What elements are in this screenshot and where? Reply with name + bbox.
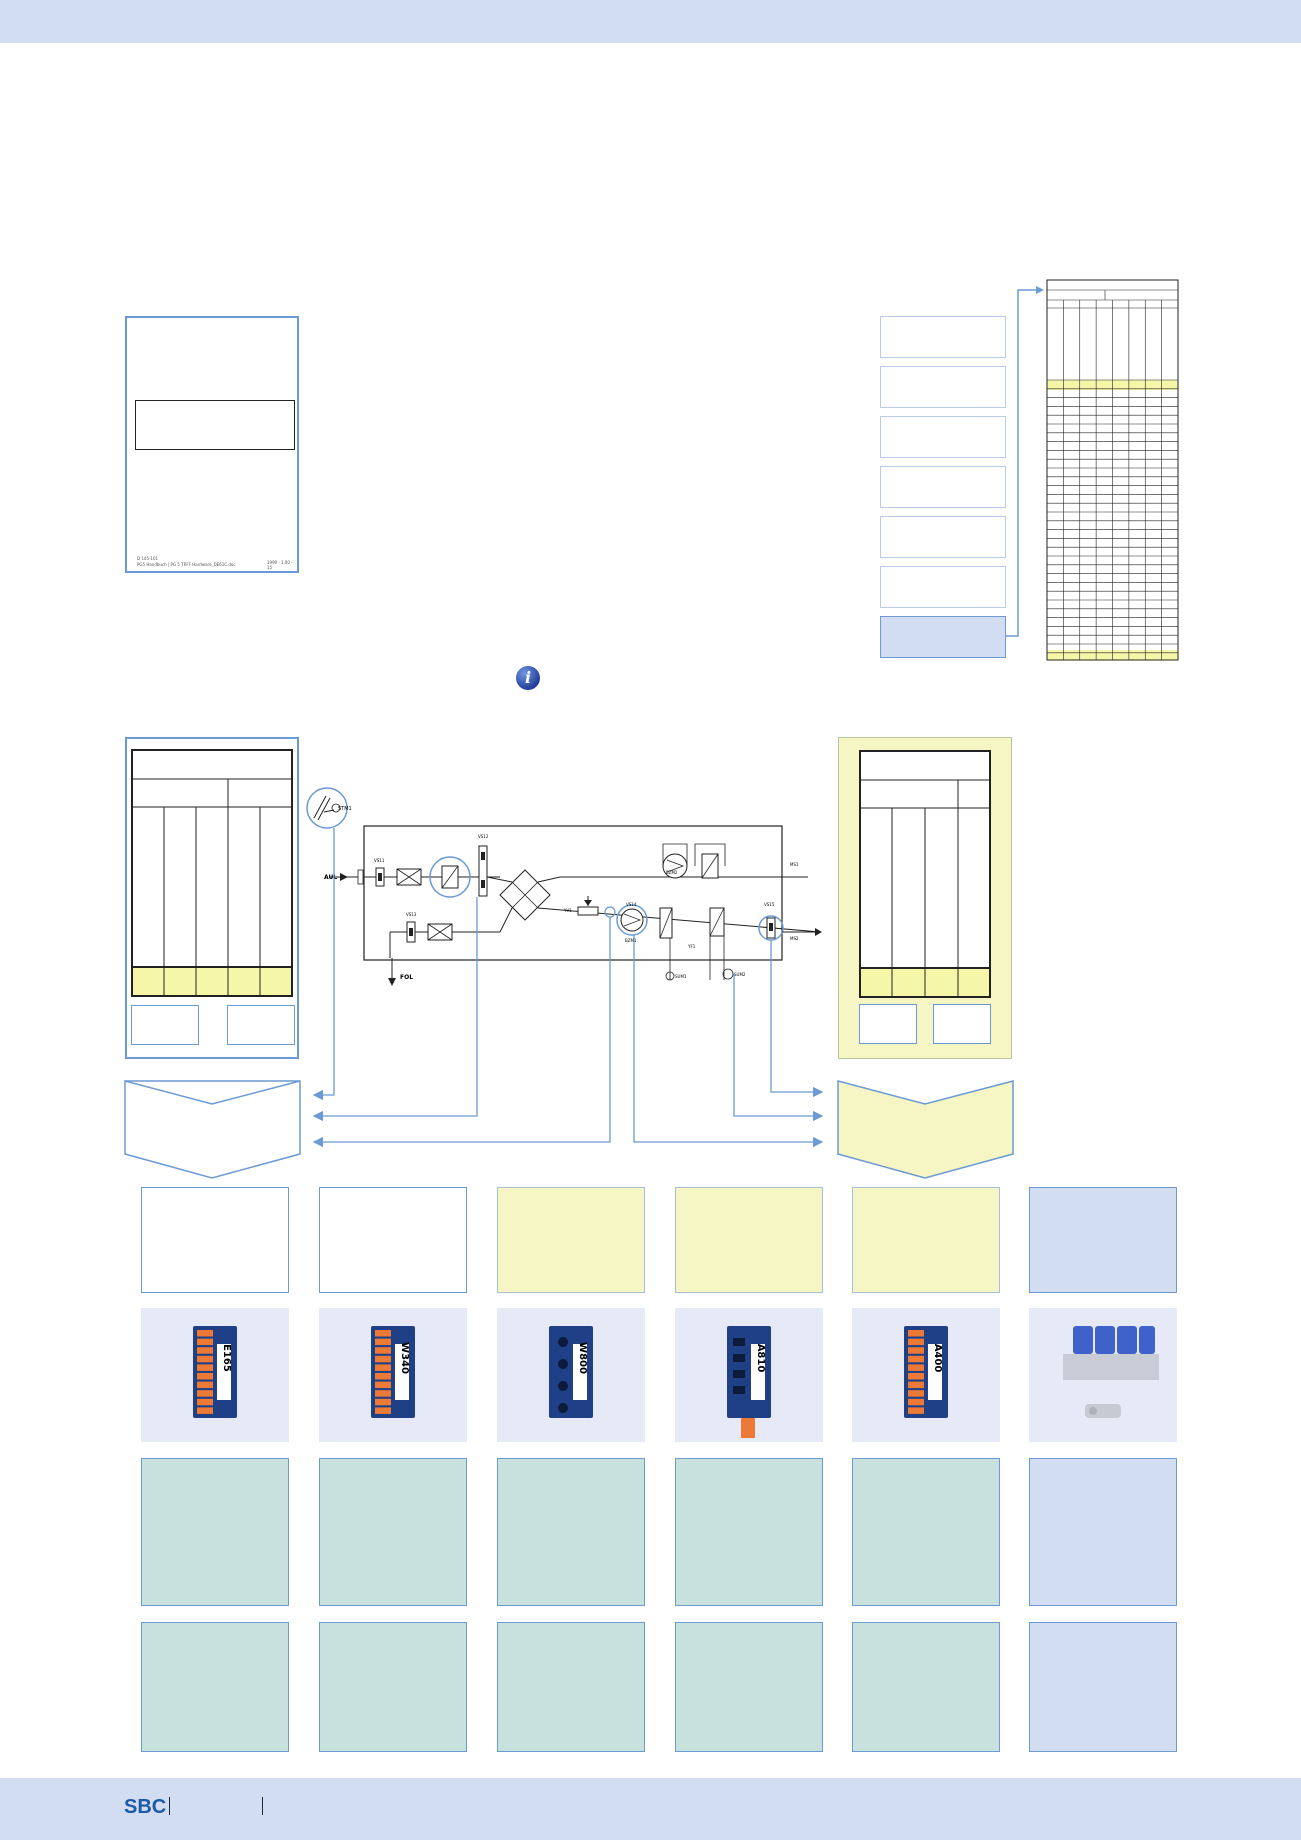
module-tile-2[interactable]: [319, 1187, 467, 1293]
svg-text:AUL: AUL: [324, 874, 337, 881]
description-box-5: [852, 1458, 1000, 1606]
resource-table: [1046, 279, 1179, 661]
table-link-line: [1006, 289, 1036, 637]
description-box-6: [1029, 1458, 1177, 1606]
io-module-icon: W800: [549, 1326, 593, 1418]
svg-text:SUM2: SUM2: [734, 972, 746, 977]
svg-text:A810: A810: [755, 1344, 766, 1373]
module-photo-6: [1029, 1308, 1177, 1442]
relay-block-icon: [1063, 1326, 1159, 1418]
list-box-6[interactable]: [880, 566, 1006, 608]
detail-box-5: [852, 1622, 1000, 1752]
module-tile-1[interactable]: [141, 1187, 289, 1293]
list-box-3[interactable]: [880, 416, 1006, 458]
footer-separator: [169, 1797, 170, 1815]
signal-line-6: [770, 940, 824, 1098]
description-box-4: [675, 1458, 823, 1606]
signal-line-1: [312, 828, 335, 1101]
module-tile-6[interactable]: [1029, 1187, 1177, 1293]
outdoor-sensor-icon: [306, 787, 348, 829]
module-tile-5[interactable]: [852, 1187, 1000, 1293]
io-module-icon: E165: [193, 1326, 237, 1418]
detail-box-3: [497, 1622, 645, 1752]
svg-text:W340: W340: [399, 1342, 410, 1374]
detail-box-6: [1029, 1622, 1177, 1752]
output-panel: [838, 737, 1012, 1059]
svg-text:VS13: VS13: [406, 912, 417, 917]
svg-text:YF1: YF1: [687, 944, 696, 949]
document-footer-left-2: PG5 Handbuch | PG 5 TRFF Hardware_DE61C.…: [137, 562, 236, 567]
input-panel: [125, 737, 299, 1059]
svg-text:BZM1: BZM1: [625, 938, 637, 943]
svg-text:MS1: MS1: [790, 862, 799, 867]
list-box-4[interactable]: [880, 466, 1006, 508]
input-summary-box-1: [131, 1005, 199, 1045]
document-inner-box: [135, 400, 295, 450]
document-thumbnail: D 145-101 PG5 Handbuch | PG 5 TRFF Hardw…: [125, 316, 299, 573]
svg-text:BZM2: BZM2: [666, 870, 678, 875]
io-module-icon: A400: [904, 1326, 948, 1418]
list-box-1[interactable]: [880, 316, 1006, 358]
signal-line-4: [633, 935, 824, 1148]
output-summary-box-1: [859, 1004, 917, 1044]
description-box-2: [319, 1458, 467, 1606]
footer-band: [0, 1778, 1301, 1840]
module-photo-2: W340: [319, 1308, 467, 1442]
document-footer-right: 1990 · 1.00 - 15: [267, 560, 293, 570]
output-table: [859, 750, 991, 998]
signal-line-5: [733, 974, 824, 1122]
module-tile-4[interactable]: [675, 1187, 823, 1293]
list-box-5[interactable]: [880, 516, 1006, 558]
module-photo-1: E165: [141, 1308, 289, 1442]
detail-box-1: [141, 1622, 289, 1752]
input-table: [131, 749, 293, 997]
svg-text:A400: A400: [932, 1344, 943, 1373]
arrow-icon: [1036, 286, 1044, 294]
input-chevron: [124, 1080, 301, 1179]
svg-text:SUM1: SUM1: [675, 974, 687, 979]
svg-text:STM1: STM1: [338, 806, 352, 812]
io-module-icon: W340: [371, 1326, 415, 1418]
module-photo-4: A810: [675, 1308, 823, 1442]
list-box-7-selected[interactable]: [880, 616, 1006, 658]
svg-text:YV1: YV1: [563, 908, 572, 913]
svg-text:FOL: FOL: [400, 974, 413, 981]
module-photo-3: W800: [497, 1308, 645, 1442]
svg-text:MS2: MS2: [790, 936, 799, 941]
document-footer-left-1: D 145-101: [137, 556, 159, 561]
module-tile-3[interactable]: [497, 1187, 645, 1293]
svg-text:VS14: VS14: [626, 902, 637, 907]
detail-box-4: [675, 1622, 823, 1752]
output-summary-box-2: [933, 1004, 991, 1044]
module-photo-5: A400: [852, 1308, 1000, 1442]
output-chevron: [837, 1080, 1014, 1179]
footer-separator: [262, 1797, 263, 1815]
plant-schematic: STM1 AUL FOL: [306, 787, 824, 1148]
svg-text:VS11: VS11: [374, 858, 385, 863]
list-box-2[interactable]: [880, 366, 1006, 408]
svg-text:E165: E165: [221, 1344, 232, 1372]
info-icon[interactable]: i: [516, 666, 540, 690]
io-module-icon: A810: [727, 1326, 771, 1438]
header-band: [0, 0, 1301, 43]
description-box-1: [141, 1458, 289, 1606]
detail-box-2: [319, 1622, 467, 1752]
table-thumbnail: [1006, 279, 1179, 661]
input-summary-box-2: [227, 1005, 295, 1045]
svg-text:VS15: VS15: [764, 902, 775, 907]
footer-brand: SBC: [124, 1796, 167, 1818]
description-box-3: [497, 1458, 645, 1606]
signal-line-3: [312, 917, 611, 1148]
svg-text:W800: W800: [577, 1342, 588, 1374]
signal-line-2: [312, 897, 478, 1122]
svg-text:VS12: VS12: [478, 834, 489, 839]
